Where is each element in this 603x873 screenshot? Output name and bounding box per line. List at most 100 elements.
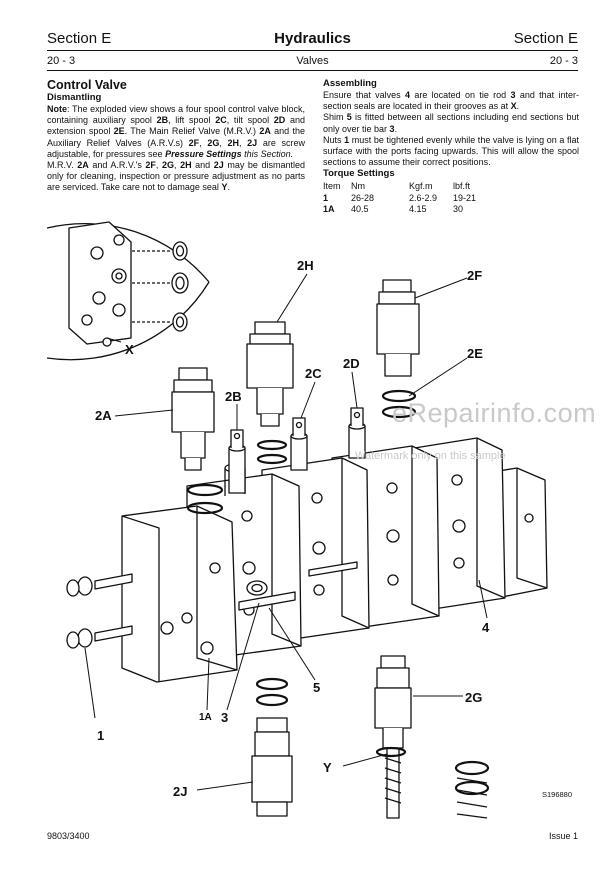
cell: 26-28: [351, 192, 375, 203]
ref-2b: 2B: [156, 115, 169, 126]
ref-y: Y: [221, 182, 228, 193]
page-header: Section E Hydraulics Section E: [47, 30, 578, 47]
spring: [456, 777, 488, 819]
ref-2h: 2H: [180, 160, 192, 171]
label-2e: 2E: [467, 346, 483, 361]
subheader-rule: [47, 70, 578, 71]
ref-4: 4: [405, 90, 411, 100]
sep: ,: [239, 137, 248, 148]
sep: ,: [219, 137, 228, 148]
text: must be tightened evenly while the valve…: [323, 134, 579, 168]
cell: 19-21: [453, 192, 477, 203]
ref-2f: 2F: [145, 160, 156, 171]
text: Shim: [323, 112, 347, 123]
assembling-p2: Shim 5 is fitted between all sections in…: [323, 112, 579, 134]
note-text: , tilt spool: [226, 115, 274, 126]
note-text: : The exploded view shows a four spool c…: [47, 104, 305, 126]
col-header: Nm: [351, 181, 365, 192]
col-header: Item: [323, 181, 341, 192]
watermark-sub: Watermark only on this sample: [355, 450, 506, 462]
header-rule: [47, 50, 578, 51]
ref-2f: 2F: [188, 137, 200, 148]
text: .: [227, 182, 230, 193]
label-2f: 2F: [467, 268, 482, 283]
cell: 1A: [323, 203, 335, 214]
doc-number: 9803/3400: [47, 831, 90, 841]
col-header: Kgf.m: [409, 181, 433, 192]
text: .: [394, 123, 398, 134]
spool-2d: [348, 407, 366, 459]
ref-3: 3: [389, 123, 395, 134]
seals: [186, 389, 490, 796]
label-3: 3: [221, 710, 228, 725]
page-number-left: 20 - 3: [47, 55, 76, 67]
ref-1: 1: [344, 134, 350, 145]
leader-lines: [84, 273, 488, 791]
table-row: 1A 40.5 4.15 30: [323, 204, 476, 215]
label-2h: 2H: [297, 258, 314, 273]
spool-2c: [290, 417, 308, 471]
label-2a: 2A: [95, 408, 112, 423]
cell: 30: [453, 203, 464, 214]
detail-x-inset: [47, 221, 210, 361]
chapter-title: Hydraulics: [274, 30, 351, 47]
cell: 40.5: [351, 203, 369, 214]
torque-header-row: Item Nm Kgf.m lbf.ft: [323, 181, 476, 192]
relief-valve-2f: [376, 279, 420, 377]
ref-2e: 2E: [113, 126, 125, 137]
dismantling-paragraph: M.R.V. 2A and A.R.V.'s 2F, 2G, 2H and 2J…: [47, 160, 305, 194]
left-column: Control Valve Dismantling Note: The expl…: [47, 78, 305, 194]
text: M.R.V.: [47, 160, 78, 171]
cell: 4.15: [409, 203, 427, 214]
col-header: lbf.ft: [453, 181, 471, 192]
label-1a: 1A: [199, 712, 212, 723]
tie-rods: [66, 561, 358, 649]
ref-2c: 2C: [215, 115, 227, 126]
note-text: and extension spool: [47, 115, 305, 137]
text: and that inter-section seals are located…: [323, 90, 579, 112]
text: and: [191, 160, 214, 171]
sep: ,: [155, 160, 162, 171]
label-2g: 2G: [465, 690, 482, 705]
ref-2h: 2H: [227, 137, 239, 148]
note-text: and the Auxiliary Relief Valves (A.R.V.s…: [47, 126, 306, 148]
spool-2b: [228, 429, 246, 494]
text: is fitted between all sections including…: [323, 112, 579, 134]
text: .: [516, 101, 520, 112]
sep: ,: [199, 137, 208, 148]
cell: 1: [323, 192, 329, 203]
torque-heading: Torque Settings: [323, 168, 395, 180]
label-y: Y: [323, 760, 332, 775]
section-right: Section E: [513, 30, 578, 47]
relief-valve-2j: [251, 717, 293, 817]
text: Nuts: [323, 134, 345, 145]
label-2j: 2J: [173, 784, 187, 799]
text: are located on tie rod: [410, 90, 511, 100]
section-left: Section E: [47, 30, 112, 47]
page-number-right: 20 - 3: [549, 55, 578, 67]
table-row: 1 26-28 2.6-2.9 19-21: [323, 193, 476, 204]
label-x: X: [125, 342, 134, 357]
note-text: , lift spool: [168, 115, 216, 126]
dismantling-heading: Dismantling: [47, 92, 102, 103]
ref-2j: 2J: [213, 160, 224, 171]
ref-x: X: [510, 101, 517, 112]
text: Ensure that valves: [323, 90, 405, 100]
pressure-settings-ref: Pressure Settings: [165, 148, 242, 159]
control-valve-title: Control Valve: [47, 78, 127, 92]
dismantling-note: Note: The exploded view shows a four spo…: [47, 104, 305, 160]
label-2d: 2D: [343, 356, 360, 371]
relief-valve-2a: [171, 367, 215, 471]
ref-2a: 2A: [77, 160, 89, 171]
ref-5: 5: [346, 112, 352, 123]
label-2b: 2B: [225, 389, 242, 404]
label-1: 1: [97, 728, 104, 743]
section-subtitle: Valves: [296, 55, 329, 67]
drawing-code: S196880: [542, 790, 573, 799]
note-text: this Section.: [241, 148, 294, 159]
page-subheader: 20 - 3 Valves 20 - 3: [47, 55, 578, 67]
assembling-p3: Nuts 1 must be tightened evenly while th…: [323, 135, 579, 169]
ref-2d: 2D: [273, 115, 286, 126]
cell: 2.6-2.9: [409, 192, 438, 203]
assembling-heading: Assembling: [323, 78, 377, 89]
